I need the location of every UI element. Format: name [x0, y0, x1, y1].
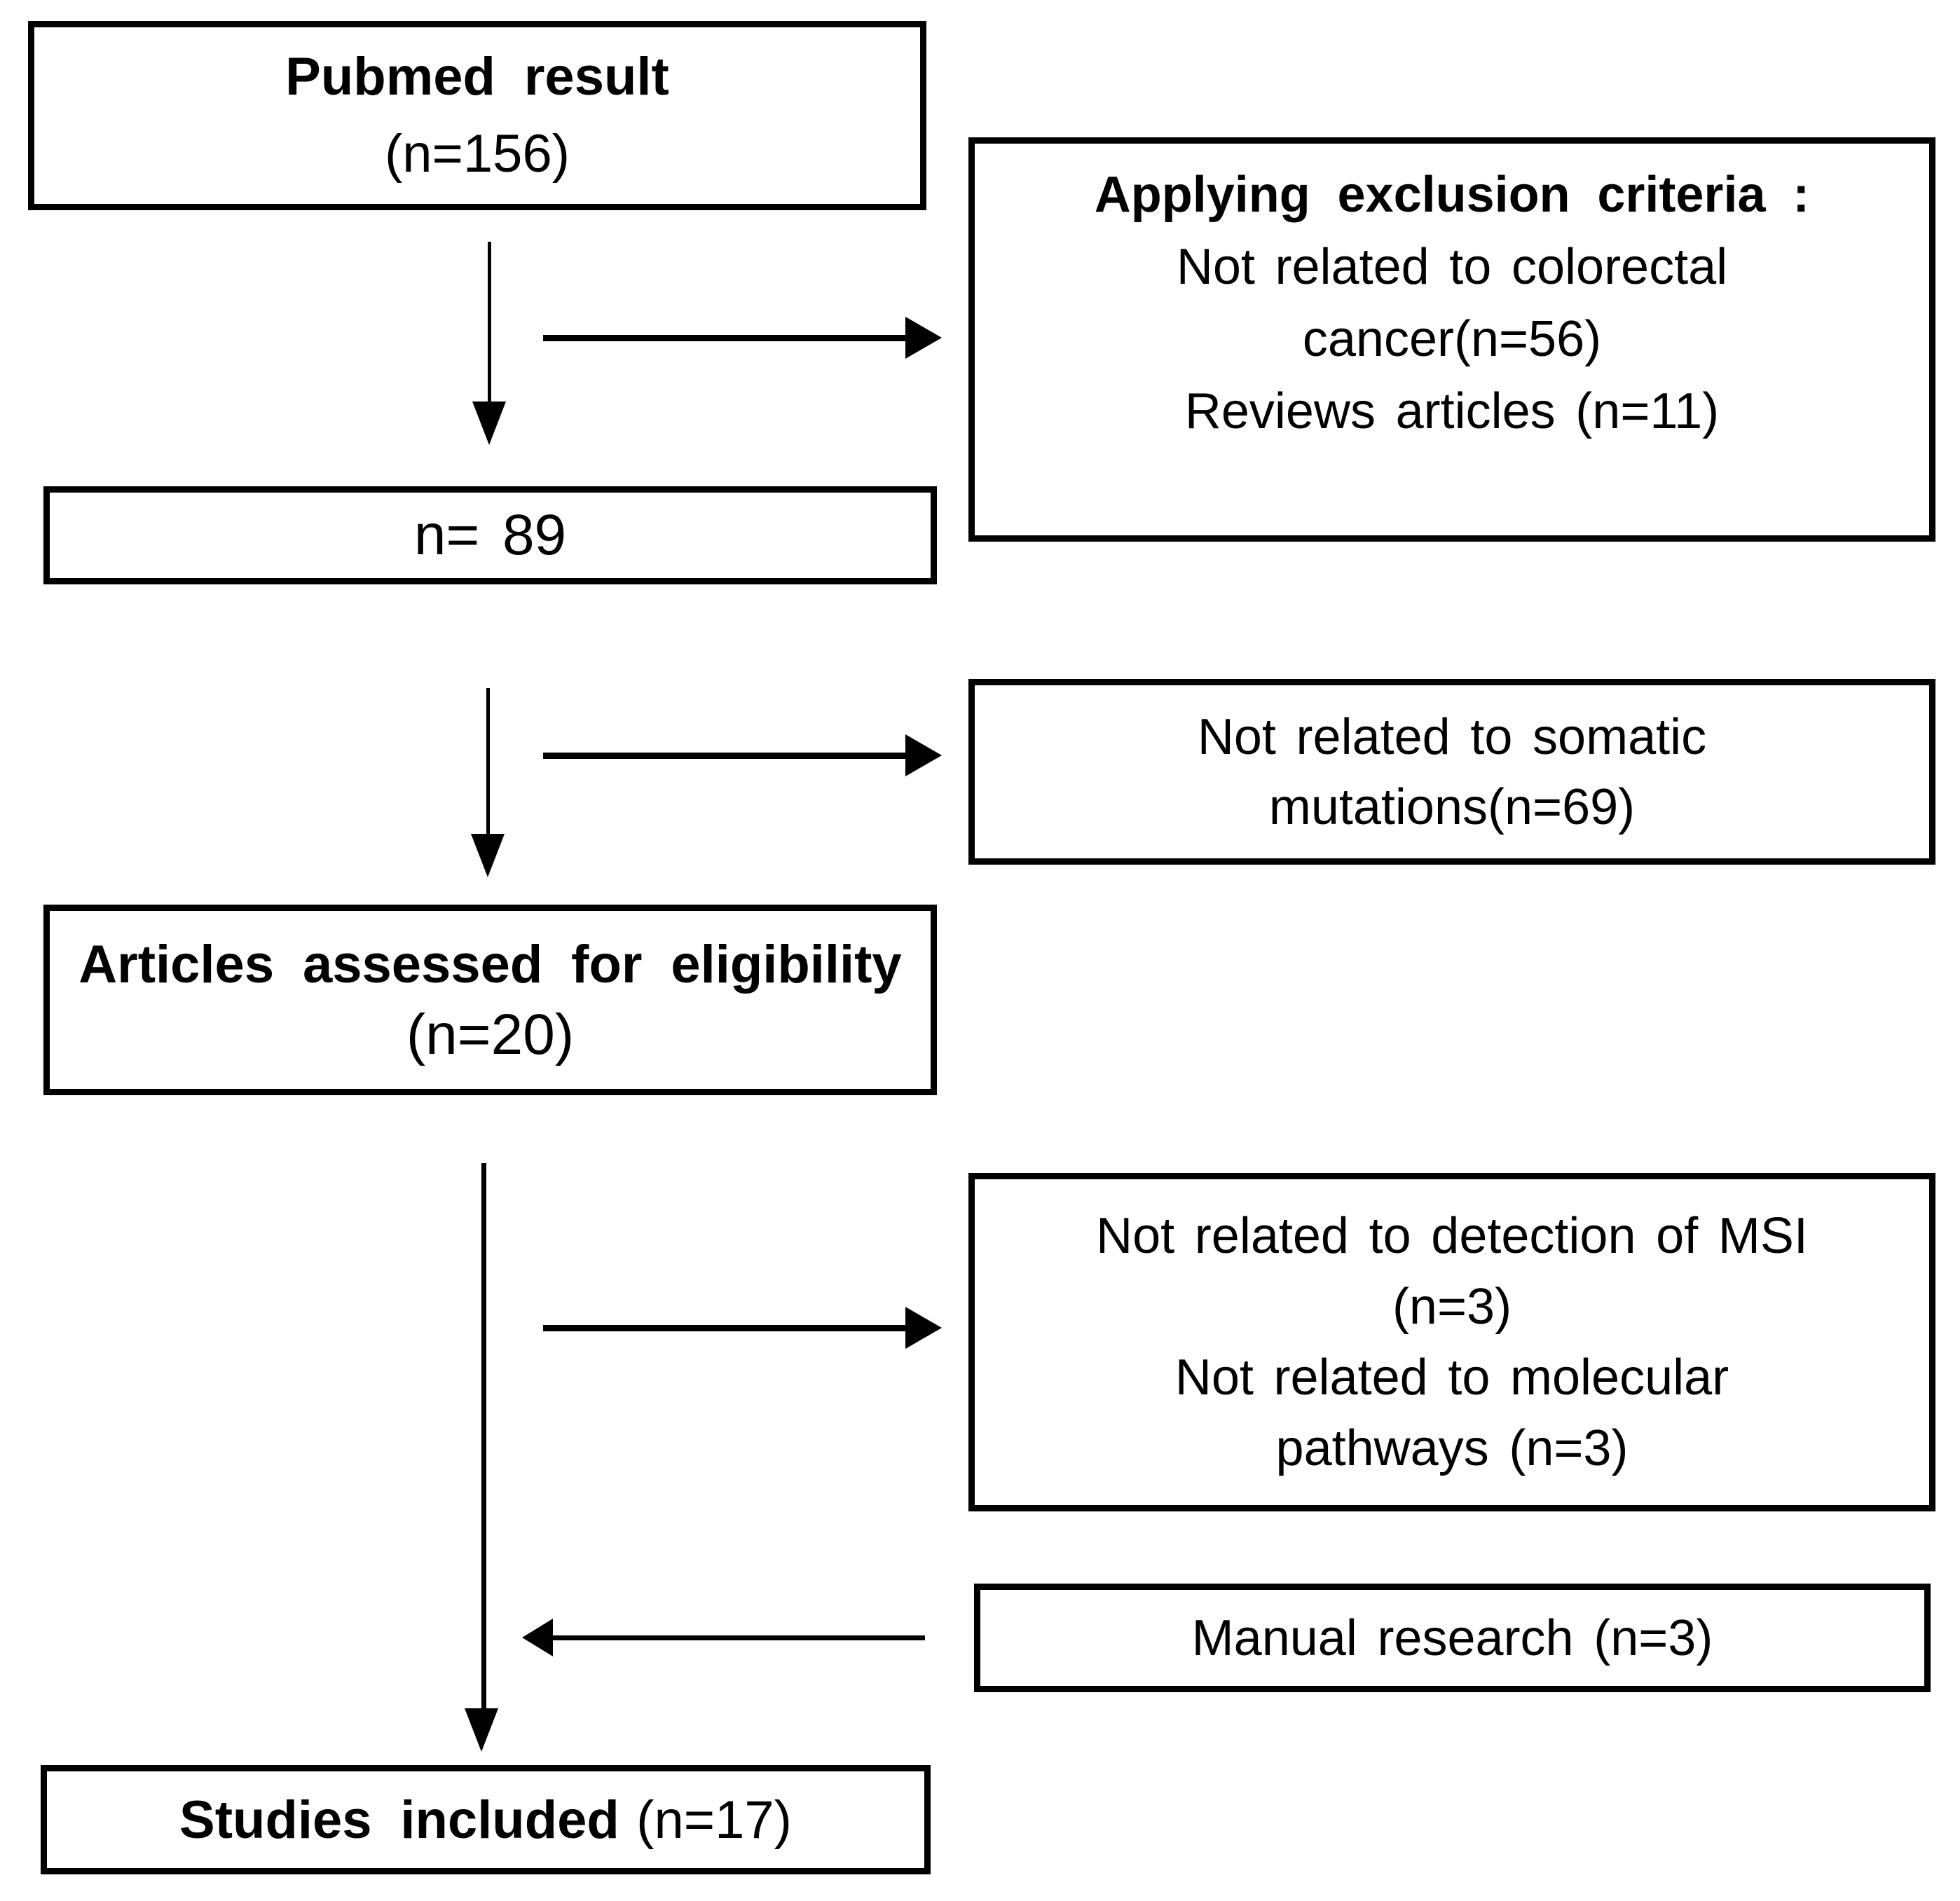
arrow-to-somatic-head-icon [905, 734, 942, 776]
exclusion-criteria-title: Applying exclusion criteria : [1094, 167, 1810, 223]
arrow-n89-to-eligibility-line [486, 688, 490, 834]
box-exclusion-criteria: Applying exclusion criteria : Not relate… [968, 137, 1935, 542]
somatic-line-2: mutations(n=69) [1268, 778, 1636, 835]
exclusion-line-reviews: Reviews articles (n=11) [1184, 383, 1720, 439]
box-not-msi: Not related to detection of MSI (n=3) No… [968, 1173, 1935, 1511]
msi-line-2: (n=3) [1392, 1278, 1512, 1335]
studies-included-count: (n=17) [636, 1790, 792, 1850]
arrow-eligibility-to-included-head-icon [465, 1708, 498, 1752]
arrow-to-exclusion-line [543, 335, 905, 341]
box-studies-included: Studies included (n=17) [41, 1765, 931, 1874]
arrow-pubmed-to-n89-head-icon [472, 402, 506, 445]
box-eligibility: Articles assessed for eligibility (n=20) [43, 905, 937, 1095]
somatic-line-1: Not related to somatic [1197, 708, 1707, 765]
manual-research-label: Manual research (n=3) [1191, 1610, 1713, 1666]
eligibility-count: (n=20) [406, 1003, 575, 1066]
box-pubmed-result: Pubmed result (n=156) [28, 21, 926, 210]
arrow-to-exclusion-head-icon [905, 317, 942, 359]
arrow-n89-to-eligibility-head-icon [471, 834, 505, 877]
arrow-manual-to-flow-head-icon [522, 1619, 553, 1656]
msi-line-3: Not related to molecular [1174, 1349, 1729, 1406]
studies-included-title: Studies included [179, 1790, 619, 1850]
arrow-pubmed-to-n89-line [488, 242, 491, 402]
arrow-to-msi-line [543, 1325, 905, 1331]
box-n89: n= 89 [43, 486, 937, 584]
exclusion-line-colorectal: Not related to colorectal [1176, 239, 1728, 295]
arrow-manual-to-flow-line [551, 1635, 925, 1640]
eligibility-title: Articles assessed for eligibility [78, 935, 902, 994]
arrow-to-somatic-line [543, 753, 905, 759]
box-not-somatic: Not related to somatic mutations(n=69) [968, 679, 1935, 865]
pubmed-result-title: Pubmed result [285, 47, 669, 107]
exclusion-line-cancer-count: cancer(n=56) [1302, 311, 1602, 367]
msi-line-4: pathways (n=3) [1275, 1420, 1629, 1476]
pubmed-result-count: (n=156) [384, 124, 570, 184]
n89-label: n= 89 [413, 503, 567, 567]
arrow-to-msi-head-icon [905, 1307, 942, 1349]
msi-line-1: Not related to detection of MSI [1096, 1207, 1808, 1264]
box-manual-research: Manual research (n=3) [974, 1584, 1931, 1692]
arrow-eligibility-to-included-line [481, 1163, 486, 1708]
